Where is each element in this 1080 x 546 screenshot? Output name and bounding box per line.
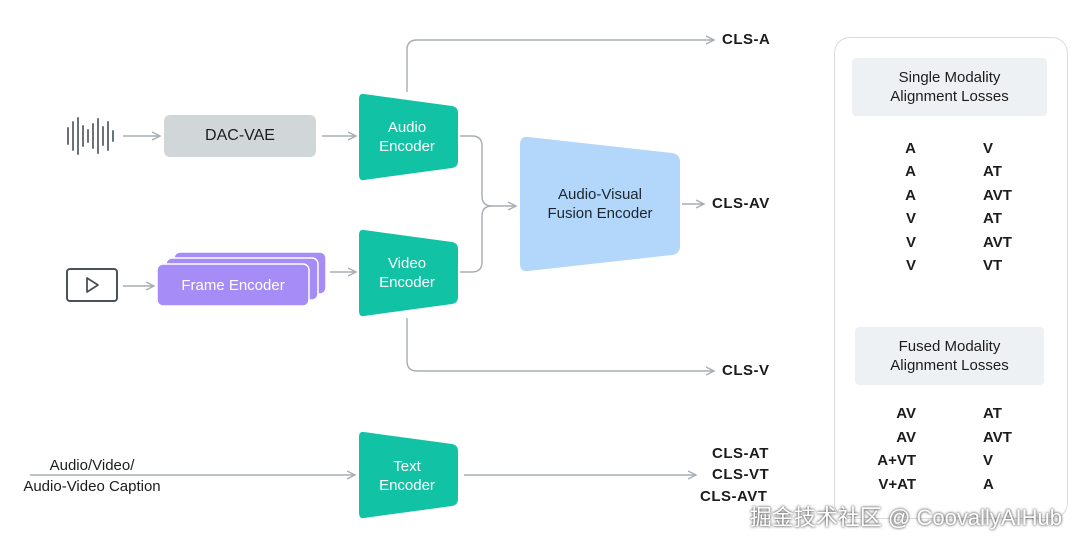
loss-pair-right: AT	[983, 163, 1002, 181]
audio-encoder-shape	[359, 93, 458, 181]
loss-pair-left: A+VT	[877, 452, 916, 469]
loss-pair-right: AT	[983, 210, 1002, 228]
single-modality-title-line2: Alignment Losses	[890, 88, 1009, 105]
fusion-encoder-shape	[520, 136, 680, 272]
text-encoder-shape	[359, 431, 458, 519]
loss-pair-right: AVT	[983, 428, 1012, 446]
video-to-fusion-arrow	[460, 205, 493, 273]
audio-to-cls-a-arrow	[406, 40, 714, 92]
cls-avt-label: CLS-AVT	[700, 488, 768, 505]
audio-encoder-label: Audio Encoder	[359, 118, 455, 156]
fusion-encoder-label: Audio-Visual Fusion Encoder	[520, 185, 680, 223]
text-caption-line2: Audio-Video Caption	[23, 478, 161, 495]
loss-pair-right: V	[983, 452, 994, 469]
fusion-encoder-line1: Audio-Visual	[558, 186, 642, 203]
fusion-encoder-line2: Fusion Encoder	[547, 205, 653, 222]
loss-pair-left: V	[905, 257, 916, 274]
text-caption-label: Audio/Video/ Audio-Video Caption	[7, 455, 177, 497]
alignment-losses-panel	[834, 37, 1068, 519]
cls-vt-label: CLS-VT	[712, 466, 770, 483]
video-encoder-shape	[359, 229, 458, 317]
loss-pair-left: A	[905, 140, 916, 157]
audio-encoder-line1: Audio	[387, 119, 427, 136]
cls-av-label: CLS-AV	[712, 195, 770, 212]
single-modality-title-line1: Single Modality	[898, 69, 1001, 86]
video-encoder-line1: Video	[387, 255, 427, 272]
cls-v-label: CLS-V	[722, 362, 770, 379]
loss-pair-left: AV	[896, 405, 916, 422]
video-encoder-label: Video Encoder	[359, 254, 455, 292]
watermark: 掘金技术社区 @ CoovallyAIHub	[749, 505, 1062, 530]
dac-vae-box	[164, 115, 316, 157]
loss-pair-left: A	[905, 163, 916, 181]
video-play-icon	[66, 268, 118, 302]
loss-pair-right: V	[983, 140, 994, 157]
frame-encoder-box	[156, 263, 310, 307]
loss-pair-left: A	[905, 186, 916, 204]
text-encoder-line2: Encoder	[379, 477, 435, 494]
fused-modality-title-line1: Fused Modality	[898, 338, 1001, 355]
text-encoder-line1: Text	[393, 458, 421, 475]
loss-pair-right: AVT	[983, 186, 1012, 204]
fused-modality-title-line2: Alignment Losses	[890, 357, 1009, 374]
text-encoder-label: Text Encoder	[359, 457, 455, 495]
loss-pair-right: AT	[983, 405, 1002, 422]
waveform-icon	[67, 117, 114, 155]
video-encoder-line2: Encoder	[379, 274, 435, 291]
loss-pair-right: AVT	[983, 233, 1012, 251]
audio-to-fusion-arrow	[460, 135, 516, 206]
loss-pair-left: V	[905, 233, 916, 251]
audio-encoder-line2: Encoder	[379, 138, 435, 155]
video-to-cls-v-arrow	[406, 318, 714, 371]
loss-pair-right: A	[983, 475, 994, 493]
single-modality-header: Single Modality Alignment Losses	[852, 58, 1047, 116]
loss-pair-left: V	[905, 210, 916, 228]
loss-pair-left: AV	[896, 428, 916, 446]
dac-vae-label: DAC-VAE	[205, 127, 275, 144]
cls-a-label: CLS-A	[722, 31, 771, 48]
loss-pair-left: V+AT	[878, 475, 916, 493]
loss-pair-right: VT	[983, 257, 1003, 274]
text-caption-line1: Audio/Video/	[49, 457, 135, 474]
fused-modality-header: Fused Modality Alignment Losses	[855, 327, 1044, 385]
frame-encoder-label: Frame Encoder	[181, 276, 285, 294]
cls-at-label: CLS-AT	[712, 445, 769, 462]
